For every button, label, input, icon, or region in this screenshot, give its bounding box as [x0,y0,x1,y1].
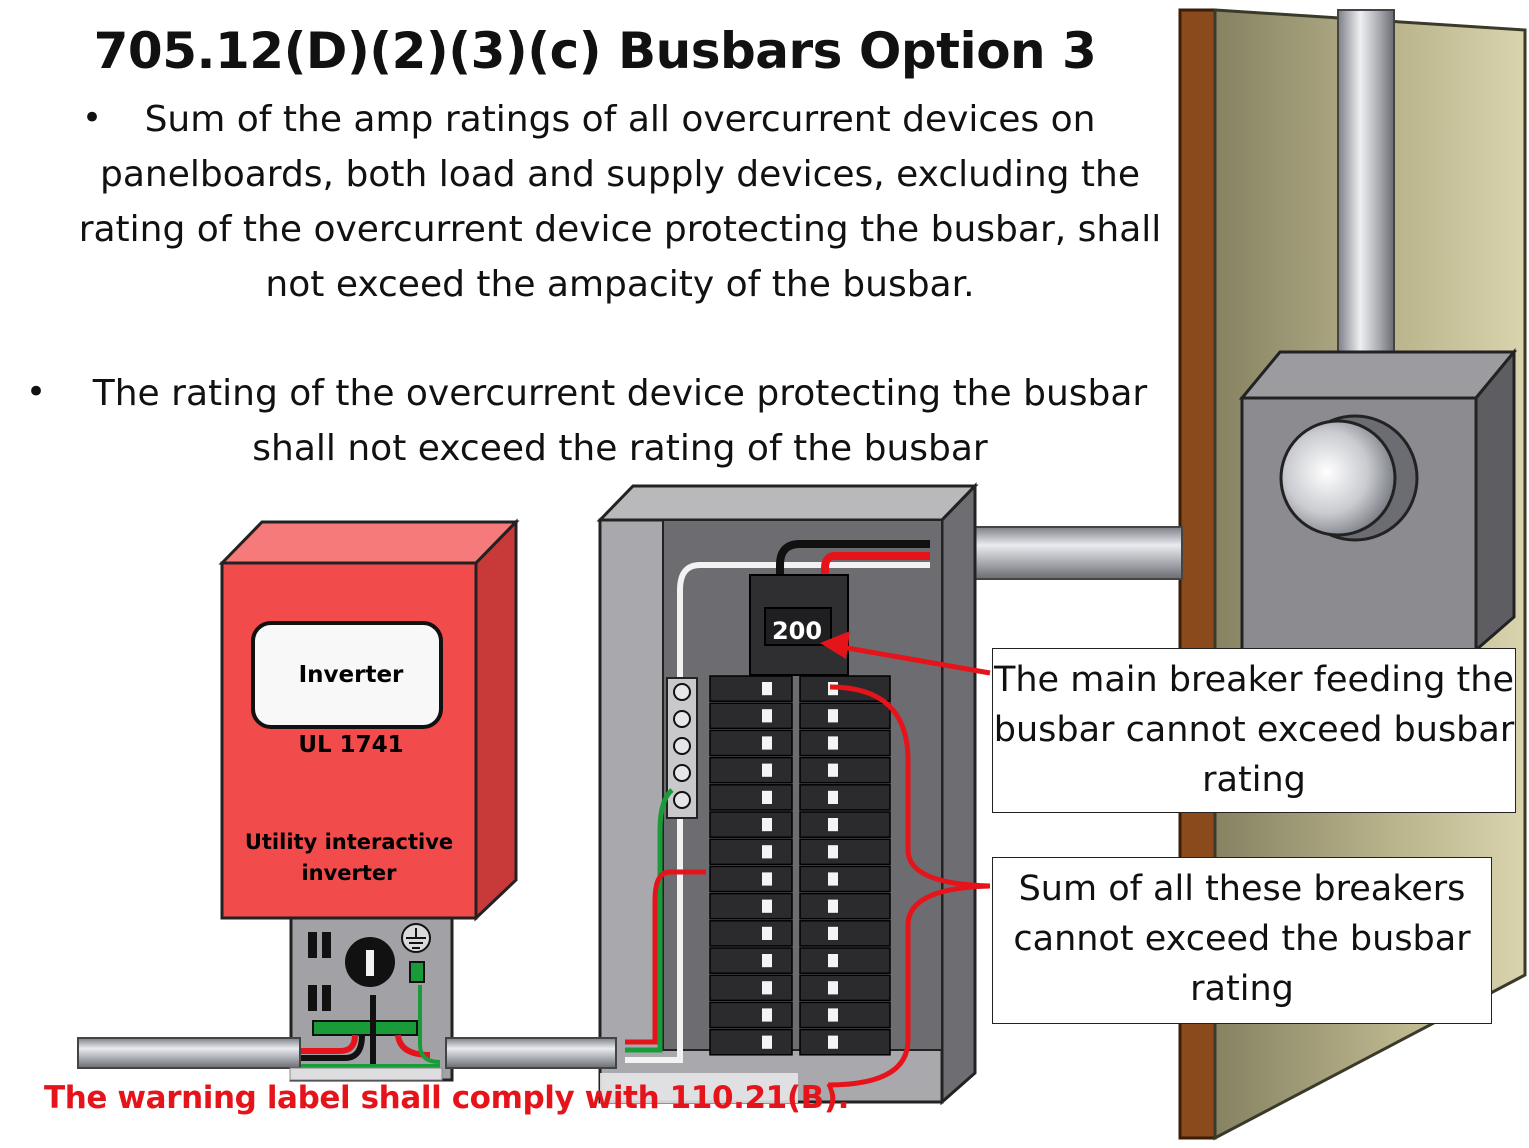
branch-breaker [799,784,891,811]
inverter-label: Inverter [299,662,404,688]
breaker-handle [762,763,772,777]
neutral-screw [673,683,691,701]
callout-main-breaker: The main breaker feeding the busbar cann… [992,648,1516,813]
branch-breaker [799,811,891,838]
warning-label-note: The warning label shall comply with 110.… [44,1080,849,1116]
branch-breaker [799,1028,891,1056]
breaker-handle [762,845,772,859]
bullet-text-2: The rating of the overcurrent device pro… [92,373,1148,469]
annotation-arrows [820,631,991,1088]
inverter-type-line1: Utility interactive [245,830,453,854]
branch-breaker [709,865,793,893]
breaker-handle [762,981,772,995]
service-conduit [937,526,1183,580]
breaker-handle [828,954,838,968]
breaker-handle [762,790,772,804]
branch-breaker [709,920,793,947]
breaker-handle [828,1035,838,1049]
inverter-listing: UL 1741 [298,732,403,758]
main-breaker-rating: 200 [772,617,822,645]
breaker-handle [828,818,838,832]
breaker-handle [828,1008,838,1022]
bullet-marker-2: • [26,372,47,412]
branch-breaker [709,729,793,757]
inverter-to-panel-conduit [445,1037,617,1069]
breaker-handle [762,818,772,832]
bullet-text-1: Sum of the amp ratings of all overcurren… [78,99,1162,305]
breaker-handle [762,709,772,723]
breaker-handle [762,1008,772,1022]
breaker-handle [762,1035,772,1049]
breaker-handle [762,954,772,968]
neutral-screw [673,737,691,755]
breaker-handle [762,736,772,750]
branch-breaker [709,675,793,702]
neutral-screw [673,791,691,809]
branch-brace-upper [829,684,991,889]
breaker-handle [828,845,838,859]
breaker-handle [762,872,772,886]
branch-breaker [799,1001,891,1029]
breaker-handle [828,736,838,750]
callout-branch-breakers: Sum of all these breakers cannot exceed … [992,857,1492,1024]
branch-breaker [799,947,891,974]
branch-breaker [709,838,793,866]
meter-knob [1279,419,1397,537]
branch-breaker [799,865,891,893]
branch-breaker [799,702,891,730]
branch-breaker [799,756,891,784]
branch-breaker [709,892,793,920]
breaker-handle [828,926,838,940]
breaker-handle [828,981,838,995]
branch-breaker [709,974,793,1002]
panelboard: 200 [596,482,979,1106]
branch-breaker [709,947,793,974]
branch-breaker [709,1028,793,1056]
breaker-handle [762,899,772,913]
branch-breaker [799,974,891,1002]
utility-meter [1238,9,1518,654]
branch-breaker-bank [709,675,891,1056]
breaker-handle [828,790,838,804]
inverter-conduit-left [77,1037,301,1069]
branch-breaker [799,729,891,757]
ac-disconnect [289,916,454,1082]
breaker-handle [828,709,838,723]
breaker-handle [828,872,838,886]
inverter-enclosure: Inverter UL 1741 Utility interactive inv… [218,518,520,922]
breaker-handle [828,899,838,913]
branch-breaker [799,892,891,920]
branch-breaker [799,920,891,947]
breaker-handle [762,926,772,940]
meter-conduit [1337,9,1395,371]
neutral-screw [673,710,691,728]
main-breaker-arrow [829,642,991,676]
neutral-screw [673,764,691,782]
branch-breaker [709,784,793,811]
inverter-type-line2: inverter [301,861,397,885]
branch-brace-lower [827,883,991,1088]
branch-breaker [709,756,793,784]
bullet-marker-1: • [82,98,103,138]
breaker-handle [762,682,772,696]
inverter-display [251,621,443,729]
page-title: 705.12(D)(2)(3)(c) Busbars Option 3 [93,22,1097,80]
breaker-handle [828,763,838,777]
branch-breaker [709,1001,793,1029]
branch-breaker [709,702,793,730]
branch-breaker [799,838,891,866]
branch-breaker [709,811,793,838]
